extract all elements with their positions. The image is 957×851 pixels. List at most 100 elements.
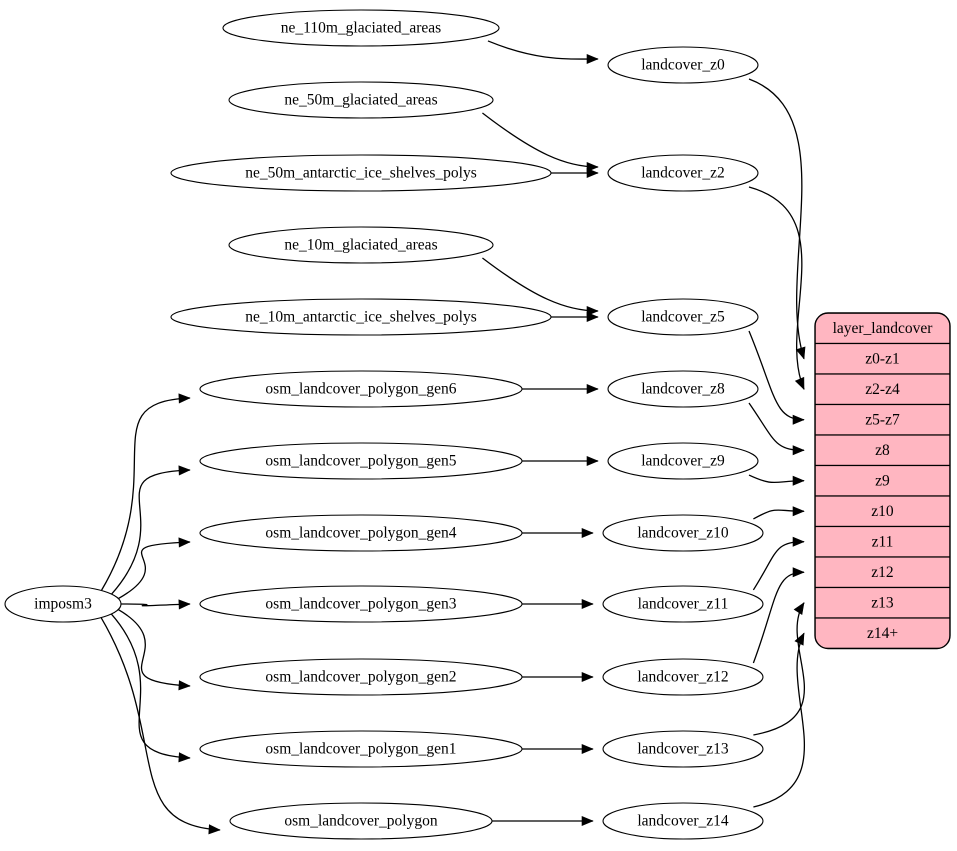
node-shape-ne_10m_antarctic_ice_shelves_polys: [170, 298, 552, 336]
table-layer-landcover[interactable]: layer_landcoverz0-z1z2-z4z5-z7z8z9z10z11…: [814, 312, 951, 650]
edge-landcover_z2-to-row-z2-z4-arrowhead: [794, 376, 805, 390]
edge-landcover_z13-to-row-z13: [753, 602, 806, 736]
edge-landcover_z5-to-row-z5-z7: [748, 330, 805, 425]
edge-osm_landcover_polygon_gen6-to-landcover_z8: [522, 383, 599, 395]
node-ne_10m_antarctic_ice_shelves_polys[interactable]: ne_10m_antarctic_ice_shelves_polys: [170, 298, 552, 336]
edge-imposm3-to-osm_landcover_polygon_gen6: [101, 393, 191, 591]
node-ne_110m_glaciated_areas[interactable]: ne_110m_glaciated_areas: [222, 9, 500, 47]
edge-imposm3-to-osm_landcover_polygon_gen5: [111, 465, 191, 595]
node-shape-osm_landcover_polygon_gen1: [199, 730, 523, 768]
node-shape-osm_landcover_polygon_gen2: [199, 658, 523, 696]
node-shape-landcover_z0: [607, 46, 759, 84]
node-shape-osm_landcover_polygon: [229, 802, 493, 840]
table-outline: [814, 312, 951, 650]
edge-osm_landcover_polygon_gen2-to-landcover_z12: [522, 671, 594, 683]
node-ne_50m_glaciated_areas[interactable]: ne_50m_glaciated_areas: [228, 81, 494, 119]
edge-osm_landcover_polygon_gen4-to-landcover_z10: [522, 527, 594, 539]
node-osm_landcover_polygon_gen3[interactable]: osm_landcover_polygon_gen3: [199, 585, 523, 623]
nodes-layer: ne_110m_glaciated_areas ne_50m_glaciated_…: [4, 9, 764, 840]
table-row-z12[interactable]: [815, 556, 950, 589]
node-osm_landcover_polygon_gen6[interactable]: osm_landcover_polygon_gen6: [199, 370, 523, 408]
edge-ne_10m_glaciated_areas-to-landcover_z5-line: [482, 257, 599, 312]
node-landcover_z11[interactable]: landcover_z11: [602, 585, 764, 623]
edge-osm_landcover_polygon_gen1-to-landcover_z13: [521, 743, 594, 755]
table-row-z14+[interactable]: [815, 617, 950, 649]
node-landcover_z0[interactable]: landcover_z0: [607, 46, 759, 84]
edge-landcover_z11-to-row-z11-arrowhead: [792, 536, 805, 547]
node-ne_50m_antarctic_ice_shelves_polys[interactable]: ne_50m_antarctic_ice_shelves_polys: [170, 154, 552, 192]
node-landcover_z5[interactable]: landcover_z5: [607, 298, 759, 336]
node-landcover_z12[interactable]: landcover_z12: [602, 658, 764, 696]
edge-imposm3-to-osm_landcover_polygon_gen5-arrowhead: [178, 465, 191, 476]
edge-ne_110m_glaciated_areas-to-landcover_z0-line: [487, 40, 599, 60]
edge-imposm3-to-osm_landcover_polygon_gen6-arrowhead: [178, 393, 191, 404]
edge-ne_10m_antarctic_ice_shelves_polys-to-landcover_z5-arrowhead: [586, 311, 599, 323]
edge-osm_landcover_polygon_gen3-to-landcover_z11-arrowhead: [581, 598, 594, 610]
node-landcover_z2[interactable]: landcover_z2: [607, 154, 759, 192]
node-shape-landcover_z11: [602, 585, 764, 623]
node-shape-landcover_z9: [607, 442, 759, 480]
node-landcover_z13[interactable]: landcover_z13: [602, 730, 764, 768]
node-shape-landcover_z10: [602, 514, 764, 552]
edge-imposm3-to-osm_landcover_polygon_gen2: [117, 608, 191, 691]
node-osm_landcover_polygon_gen2[interactable]: osm_landcover_polygon_gen2: [199, 658, 523, 696]
node-shape-landcover_z13: [602, 730, 764, 768]
node-landcover_z10[interactable]: landcover_z10: [602, 514, 764, 552]
node-landcover_z14[interactable]: landcover_z14: [602, 802, 764, 840]
node-osm_landcover_polygon_gen5[interactable]: osm_landcover_polygon_gen5: [199, 442, 523, 480]
edge-osm_landcover_polygon_gen2-to-landcover_z12-arrowhead: [581, 671, 594, 683]
table-row-z0-z1[interactable]: [815, 342, 950, 375]
table-header-cell: [815, 313, 950, 345]
node-shape-landcover_z8: [607, 370, 759, 408]
node-imposm3[interactable]: imposm3: [4, 585, 122, 623]
edge-osm_landcover_polygon_gen5-to-landcover_z9-arrowhead: [586, 455, 599, 467]
edge-landcover_z8-to-row-z8-arrowhead: [792, 445, 805, 456]
edge-landcover_z10-to-row-z10-arrowhead: [792, 506, 805, 517]
edge-osm_landcover_polygon-to-landcover_z14: [492, 815, 594, 827]
table-row-z11[interactable]: [815, 525, 950, 558]
node-shape-osm_landcover_polygon_gen3: [199, 585, 523, 623]
node-shape-landcover_z14: [602, 802, 764, 840]
edge-ne_50m_antarctic_ice_shelves_polys-to-landcover_z2-arrowhead: [586, 167, 599, 179]
node-landcover_z8[interactable]: landcover_z8: [607, 370, 759, 408]
edge-landcover_z9-to-row-z9-arrowhead: [792, 475, 805, 486]
edge-osm_landcover_polygon_gen5-to-landcover_z9: [522, 455, 599, 467]
table-layer: layer_landcoverz0-z1z2-z4z5-z7z8z9z10z11…: [814, 312, 951, 650]
node-shape-ne_110m_glaciated_areas: [222, 9, 500, 47]
edge-osm_landcover_polygon_gen4-to-landcover_z10-arrowhead: [581, 527, 594, 539]
edges-layer: [100, 40, 806, 835]
table-row-z10[interactable]: [815, 495, 950, 528]
edge-landcover_z12-to-row-z12-arrowhead: [792, 567, 805, 578]
edge-imposm3-to-osm_landcover_polygon_gen2-line: [117, 608, 191, 687]
edge-landcover_z13-to-row-z13-arrowhead: [793, 602, 805, 615]
node-osm_landcover_polygon_gen4[interactable]: osm_landcover_polygon_gen4: [199, 514, 523, 552]
edge-imposm3-to-osm_landcover_polygon_gen4-line: [117, 541, 191, 600]
node-shape-osm_landcover_polygon_gen4: [199, 514, 523, 552]
node-landcover_z9[interactable]: landcover_z9: [607, 442, 759, 480]
node-shape-ne_50m_glaciated_areas: [228, 81, 494, 119]
edge-landcover_z11-to-row-z11: [752, 536, 805, 591]
edge-ne_110m_glaciated_areas-to-landcover_z0: [487, 40, 599, 65]
table-row-z5-z7[interactable]: [815, 403, 950, 436]
table-row-z9[interactable]: [815, 464, 950, 497]
edge-imposm3-to-osm_landcover_polygon_gen6-line: [101, 397, 191, 591]
edge-imposm3-to-osm_landcover_polygon_gen3: [119, 599, 191, 610]
edge-landcover_z2-to-row-z2-z4-line: [748, 186, 805, 390]
edge-landcover_z14-to-row-z14+: [753, 632, 805, 808]
edge-landcover_z9-to-row-z9: [748, 474, 805, 486]
table-row-z2-z4[interactable]: [815, 373, 950, 406]
node-osm_landcover_polygon[interactable]: osm_landcover_polygon: [229, 802, 493, 840]
node-ne_10m_glaciated_areas[interactable]: ne_10m_glaciated_areas: [228, 226, 494, 264]
edge-imposm3-to-osm_landcover_polygon_gen3-line: [119, 603, 191, 607]
edge-ne_10m_antarctic_ice_shelves_polys-to-landcover_z5: [551, 311, 599, 323]
edge-landcover_z14-to-row-z14+-line: [753, 632, 805, 808]
edge-landcover_z2-to-row-z2-z4: [748, 186, 805, 390]
edge-landcover_z12-to-row-z12-line: [752, 571, 805, 664]
node-shape-landcover_z12: [602, 658, 764, 696]
edge-osm_landcover_polygon-to-landcover_z14-arrowhead: [581, 815, 594, 827]
node-osm_landcover_polygon_gen1[interactable]: osm_landcover_polygon_gen1: [199, 730, 523, 768]
table-row-z8[interactable]: [815, 434, 950, 467]
table-row-z13[interactable]: [815, 586, 950, 619]
node-shape-imposm3: [4, 585, 122, 623]
